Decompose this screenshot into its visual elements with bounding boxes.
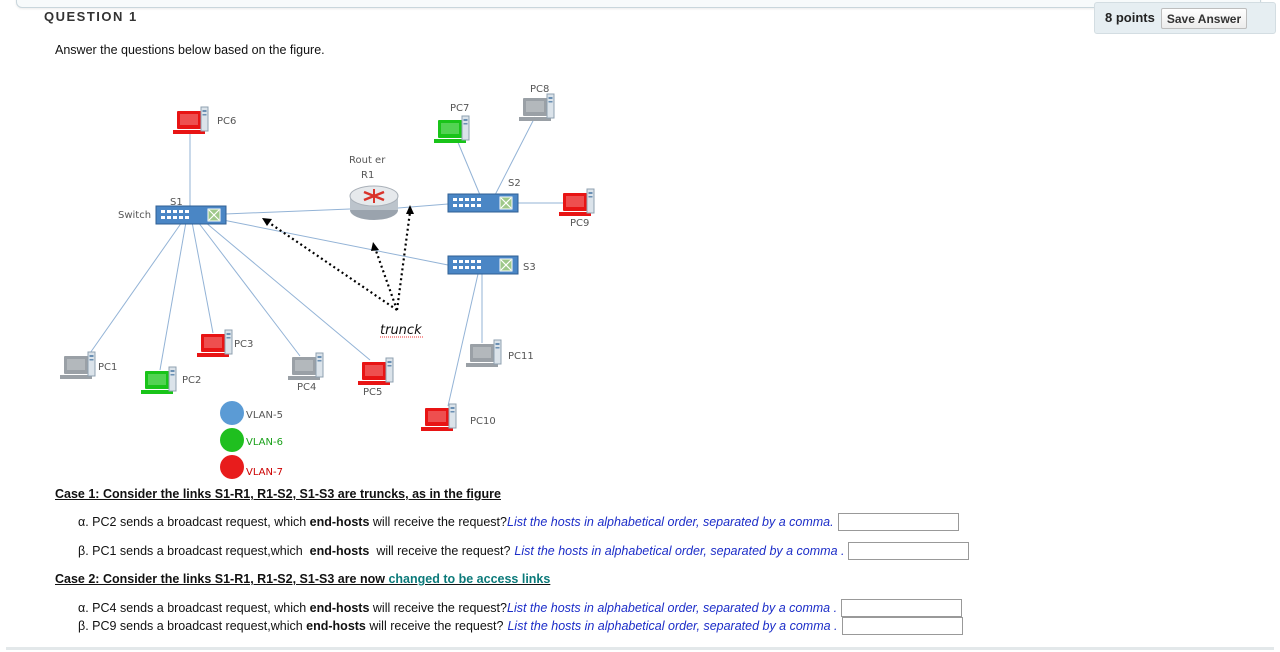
switch-label: Switch [118,210,151,221]
case1-question-a: α. PC2 sends a broadcast request, which … [78,513,959,531]
pc4-label: PC4 [297,382,316,393]
case1-qb-prefix: β. PC1 sends a broadcast request,which [78,544,303,558]
question-title: QUESTION 1 [44,9,138,24]
pc5-icon [357,357,394,386]
vlan6-dot [220,428,244,452]
vlan6-label: VLAN-6 [246,437,283,448]
pc4-icon [287,352,324,381]
pc3-label: PC3 [234,339,253,350]
case2-qb-mid: will receive the request? [369,619,504,633]
switch-s3 [447,255,519,275]
case2-qb-prefix: β. PC9 sends a broadcast request,which [78,619,303,633]
case1-qa-bold: end-hosts [309,515,370,529]
pc9-label: PC9 [570,218,589,229]
vlan7-dot [220,455,244,479]
r1-label: R1 [361,170,374,181]
switch-s1 [155,205,227,225]
case1-answer-b-input[interactable] [848,542,970,560]
case1-qa-mid: will receive the request? [372,515,507,529]
case2-question-b: β. PC9 sends a broadcast request,which e… [78,617,963,635]
case2-question-a: α. PC4 sends a broadcast request, which … [78,599,963,617]
vlan5-dot [220,401,244,425]
arrowheads [262,205,414,251]
s2-label: S2 [508,178,521,189]
pc1-icon [59,351,96,380]
case1-answer-a-input[interactable] [837,513,959,531]
case2-title-highlight: changed to be access links [388,572,551,586]
case2-title-text: Case 2: Consider the links S1-R1, R1-S2,… [55,572,385,586]
pc5-label: PC5 [363,387,382,398]
case1-question-b: β. PC1 sends a broadcast request,which e… [78,542,970,560]
pc10-icon [420,403,457,432]
case1-qb-mid: will receive the request? [376,544,511,558]
case2-answer-b-input[interactable] [841,617,963,635]
network-links [87,116,568,407]
s1-label: S1 [170,197,183,208]
case1-qa-prefix: α. PC2 sends a broadcast request, which [78,515,307,529]
pc1-label: PC1 [98,362,117,373]
pc2-label: PC2 [182,375,201,386]
vlan5-label: VLAN-5 [246,410,283,421]
trunk-arrows [267,211,412,311]
vlan7-label: VLAN-7 [246,467,283,478]
case2-qb-bold: end-hosts [306,619,366,633]
case2-qa-mid: will receive the request? [372,601,507,615]
case1-qb-bold: end-hosts [309,544,370,558]
pc2-icon [140,366,177,395]
instructions-text: Answer the questions below based on the … [55,43,325,57]
pc7-label: PC7 [450,103,469,114]
pc11-icon [465,339,502,368]
case2-answer-a-input[interactable] [841,599,963,617]
points-panel: 8 points Save Answer [1094,2,1276,34]
switch-s2 [447,193,519,213]
bottom-divider [6,647,1274,650]
case2-qa-bold: end-hosts [309,601,370,615]
case1-qa-hint: List the hosts in alphabetical order, se… [507,515,834,529]
pc10-label: PC10 [470,416,496,427]
points-label: 8 points [1105,10,1155,25]
pc8-icon [518,93,555,122]
case1-title: Case 1: Consider the links S1-R1, R1-S2,… [55,487,501,501]
vlan-legend: VLAN-5 VLAN-6 VLAN-7 [220,401,283,479]
case2-qa-hint: List the hosts in alphabetical order, se… [507,601,838,615]
case1-qb-hint: List the hosts in alphabetical order, se… [514,544,845,558]
router-r1 [349,185,399,220]
pc6-icon [172,106,209,135]
trunk-label: trunck [380,323,422,338]
router-label: Rout er [349,155,386,166]
s3-label: S3 [523,262,536,273]
save-answer-button[interactable]: Save Answer [1161,8,1247,29]
pc9-icon [558,188,595,217]
pc8-label: PC8 [530,84,549,95]
case2-qb-hint: List the hosts in alphabetical order, se… [507,619,838,633]
pc11-label: PC11 [508,351,534,362]
case2-title: Case 2: Consider the links S1-R1, R1-S2,… [55,572,550,586]
case2-qa-prefix: α. PC4 sends a broadcast request, which [78,601,307,615]
pc6-label: PC6 [217,116,236,127]
pc3-icon [196,329,233,358]
pc7-icon [433,115,470,144]
